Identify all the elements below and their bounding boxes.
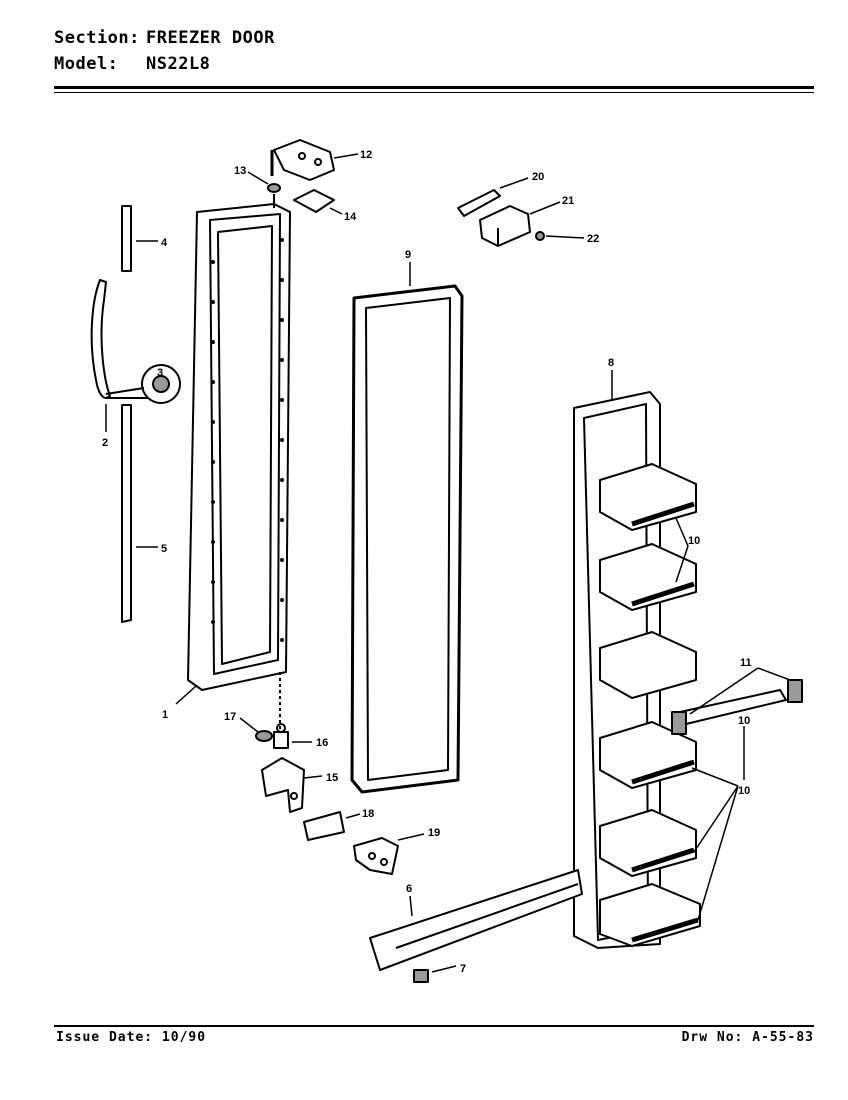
part-12-upper-hinge: [270, 139, 335, 181]
callout-9: 9: [405, 249, 411, 261]
drawing-number: Drw No: A-55-83: [681, 1030, 814, 1045]
part-11-retainer-bar: [671, 679, 803, 735]
part-5-trim-strip: [121, 404, 132, 623]
part-16-hinge-pin: [273, 723, 289, 749]
callout-labels: 1 2 3 4 5 6 7 8 9 10 10 10 11 12 13 14 1…: [102, 149, 752, 975]
part-15-lower-hinge: [261, 757, 305, 813]
model-value: NS22L8: [146, 54, 211, 74]
part-18-shim: [303, 811, 345, 841]
callout-10-upper: 10: [688, 535, 700, 547]
callout-4: 4: [161, 237, 168, 249]
callout-10-lower: 10: [738, 785, 750, 797]
section-label: Section:: [54, 28, 140, 48]
callout-11: 11: [740, 657, 752, 669]
footer-rule: [54, 1025, 814, 1027]
part-7-clip: [413, 969, 429, 983]
section-value: FREEZER DOOR: [146, 28, 275, 48]
part-8-shelf-assembly: [573, 391, 701, 949]
part-22-screw: [535, 231, 545, 241]
callout-18: 18: [362, 808, 374, 820]
model-label: Model:: [54, 54, 119, 74]
part-14-hinge-shim: [293, 189, 335, 213]
part-4-trim-strip: [121, 205, 132, 272]
model-heading: Model: NS22L8: [54, 54, 210, 74]
callout-6: 6: [406, 883, 412, 895]
header-rule-thin: [54, 92, 814, 93]
part-3-handle-screw: [105, 364, 181, 404]
callout-13: 13: [234, 165, 246, 177]
part-19-bracket: [353, 837, 399, 875]
part-13-washer: [267, 183, 281, 193]
part-17-washer: [255, 730, 273, 742]
callout-3: 3: [157, 367, 163, 379]
issue-date: Issue Date: 10/90: [56, 1030, 207, 1045]
callout-19: 19: [428, 827, 440, 839]
callout-21: 21: [562, 195, 574, 207]
callout-8: 8: [608, 357, 614, 369]
callout-5: 5: [161, 543, 167, 555]
part-20-latch-pin: [457, 189, 501, 217]
section-heading: Section: FREEZER DOOR: [54, 28, 275, 48]
part-2-handle: [90, 279, 111, 399]
part-9-door-gasket: [350, 284, 464, 794]
callout-1: 1: [162, 709, 168, 721]
callout-20: 20: [532, 171, 544, 183]
callout-15: 15: [326, 772, 338, 784]
callout-12: 12: [360, 149, 372, 161]
callout-10-middle: 10: [738, 715, 750, 727]
header-rule-thick: [54, 86, 814, 89]
part-21-latch-block: [479, 205, 531, 247]
part-1-door-liner: [187, 203, 291, 691]
callout-14: 14: [344, 211, 357, 223]
callout-7: 7: [460, 963, 466, 975]
callout-16: 16: [316, 737, 328, 749]
callout-2: 2: [102, 437, 108, 449]
callout-17: 17: [224, 711, 236, 723]
callout-22: 22: [587, 233, 599, 245]
part-6-door-trim: [369, 869, 583, 971]
